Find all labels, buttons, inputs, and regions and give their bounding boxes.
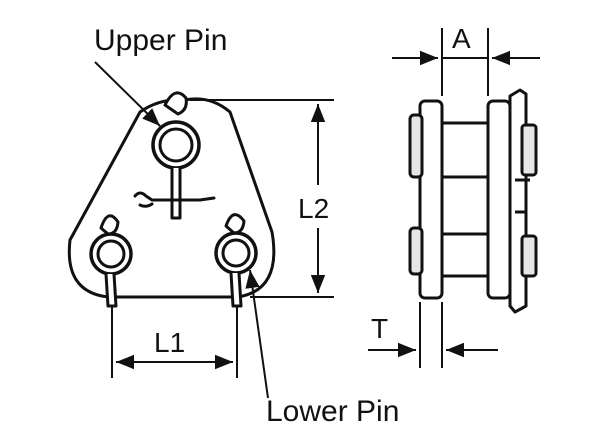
dimension-l1 <box>111 306 238 378</box>
dimension-l2 <box>190 99 334 298</box>
dimension-l2-label: L2 <box>298 193 329 224</box>
front-view <box>67 91 276 308</box>
side-right-plate <box>486 99 512 300</box>
side-view <box>408 88 538 314</box>
lower-pin-leader <box>245 269 269 399</box>
upper-pin-leader <box>94 61 161 127</box>
lower-left-pin <box>89 214 133 308</box>
dimension-l1-label: L1 <box>154 327 185 358</box>
upper-pin <box>133 91 216 220</box>
dimension-t <box>368 302 498 368</box>
upper-pin-label: Upper Pin <box>94 24 227 57</box>
lower-pin-label: Lower Pin <box>266 395 399 428</box>
dimension-a <box>392 28 540 96</box>
dimension-t-label: T <box>371 313 388 344</box>
side-left-plate <box>418 99 444 300</box>
dimension-a-label: A <box>452 23 471 54</box>
